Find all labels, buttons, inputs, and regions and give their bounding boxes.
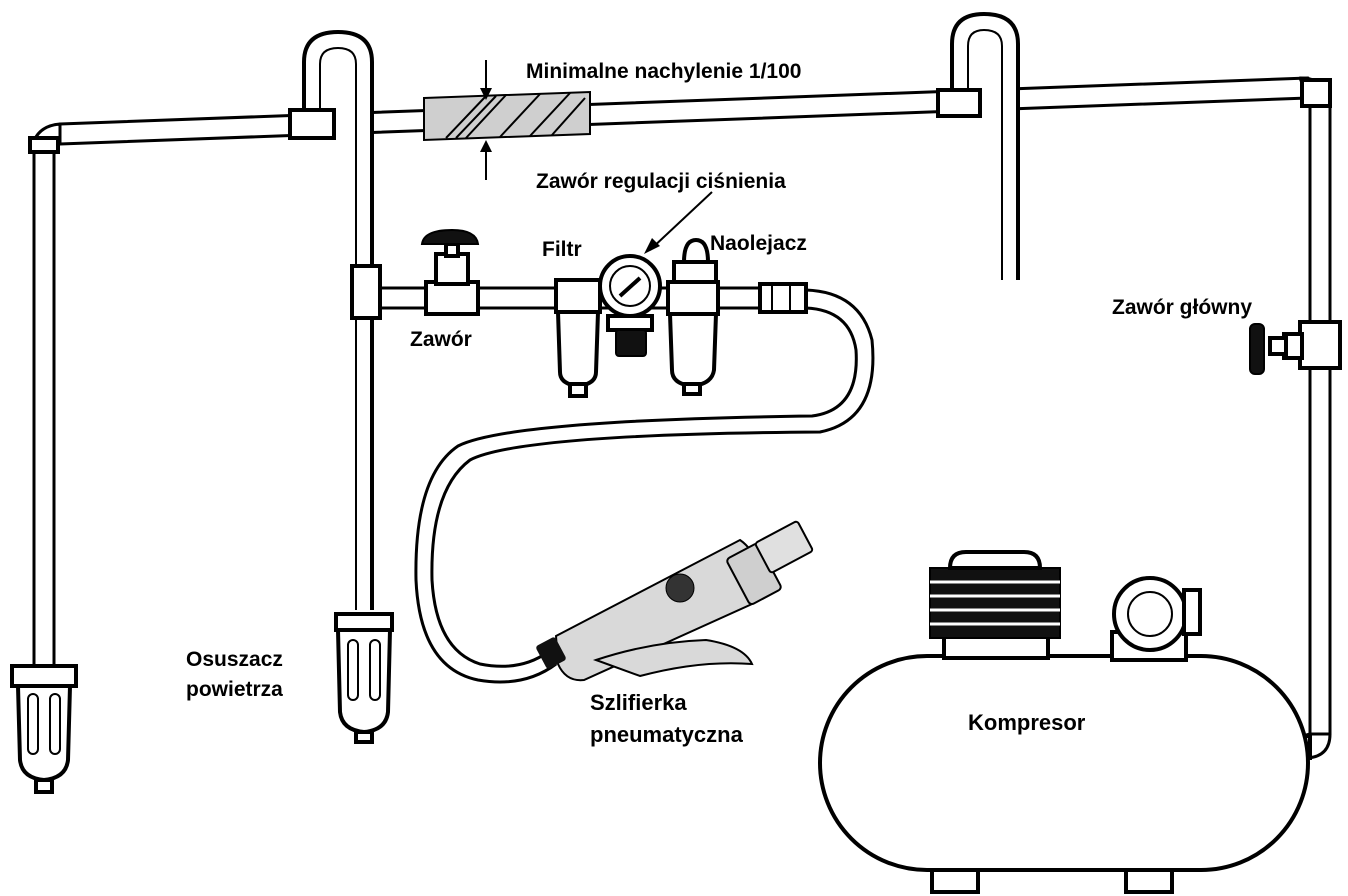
goose-neck-dryer bbox=[288, 29, 374, 610]
air-dryer bbox=[334, 612, 394, 744]
label-main-valve: Zawór główny bbox=[1112, 296, 1252, 319]
pressure-valve-leader bbox=[644, 191, 713, 254]
left-drop-pipe bbox=[28, 122, 62, 670]
label-pressure-valve: Zawór regulacji ciśnienia bbox=[536, 170, 786, 193]
oiler-unit bbox=[666, 237, 720, 396]
main-pipe bbox=[58, 76, 1310, 146]
label-air-dryer-line1: Osuszacz bbox=[186, 648, 283, 671]
slope-indicator bbox=[423, 60, 591, 180]
pneumatic-grinder bbox=[536, 520, 814, 682]
label-oiler: Naolejacz bbox=[710, 232, 807, 255]
pressure-regulator bbox=[598, 254, 662, 357]
label-compressor: Kompresor bbox=[968, 710, 1086, 735]
left-drain-filter bbox=[10, 664, 78, 794]
quick-coupler bbox=[758, 282, 808, 314]
shutoff-valve bbox=[420, 228, 480, 316]
label-valve: Zawór bbox=[410, 328, 472, 351]
label-filter: Filtr bbox=[542, 238, 582, 261]
right-riser-pipe bbox=[1292, 76, 1332, 760]
label-min-slope: Minimalne nachylenie 1/100 bbox=[526, 60, 801, 83]
air-hose bbox=[414, 288, 875, 684]
main-valve bbox=[1249, 320, 1342, 375]
label-air-dryer-line2: powietrza bbox=[186, 678, 283, 701]
label-grinder-line1: Szlifierka bbox=[590, 690, 687, 715]
goose-neck-open bbox=[936, 11, 1020, 280]
filter-unit bbox=[554, 278, 602, 398]
compressor bbox=[818, 550, 1310, 894]
label-grinder-line2: pneumatyczna bbox=[590, 722, 744, 747]
